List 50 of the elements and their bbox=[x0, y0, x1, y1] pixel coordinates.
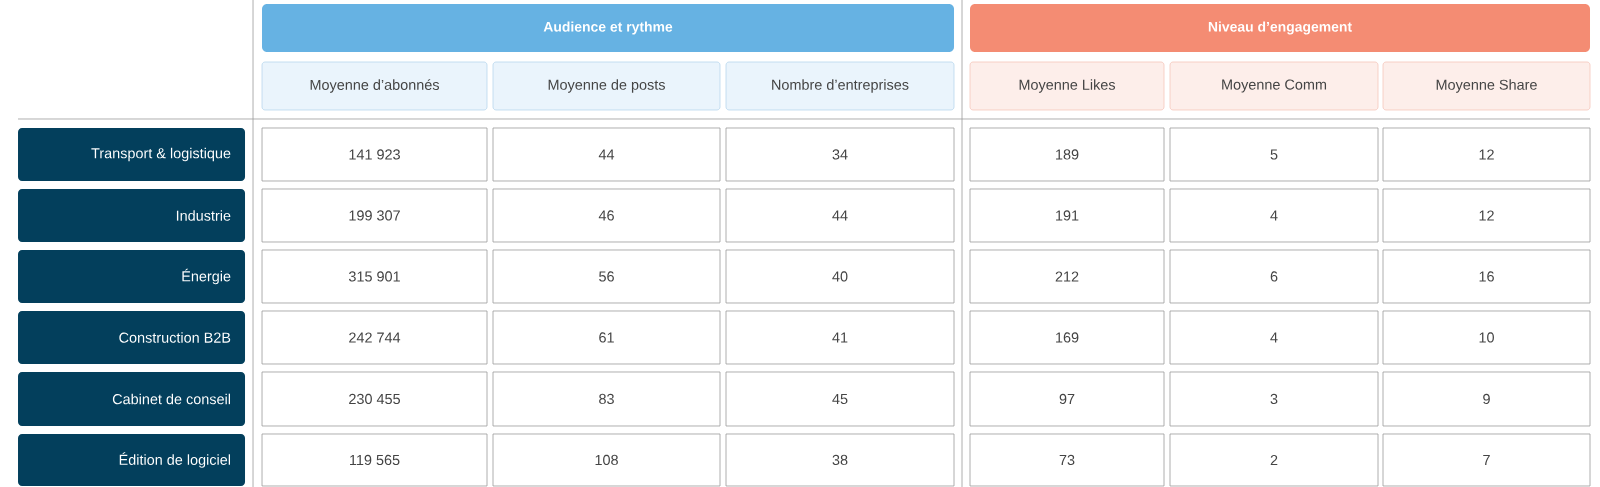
row-header: Industrie bbox=[18, 189, 245, 242]
table-cell: 7 bbox=[1382, 433, 1591, 487]
table-cell: 56 bbox=[492, 249, 721, 304]
column-header: Moyenne Share bbox=[1382, 61, 1591, 111]
table-cell: 315 901 bbox=[261, 249, 488, 304]
table-cell: 189 bbox=[969, 127, 1165, 182]
column-header: Moyenne de posts bbox=[492, 61, 721, 111]
table-cell: 41 bbox=[725, 310, 955, 365]
table-cell: 3 bbox=[1169, 371, 1379, 427]
table-cell: 16 bbox=[1382, 249, 1591, 304]
table-cell: 12 bbox=[1382, 188, 1591, 243]
table-cell: 4 bbox=[1169, 310, 1379, 365]
table-cell: 230 455 bbox=[261, 371, 488, 427]
table-cell: 2 bbox=[1169, 433, 1379, 487]
row-header: Cabinet de conseil bbox=[18, 372, 245, 426]
table-cell: 34 bbox=[725, 127, 955, 182]
table-cell: 40 bbox=[725, 249, 955, 304]
table-cell: 97 bbox=[969, 371, 1165, 427]
table-cell: 212 bbox=[969, 249, 1165, 304]
table-cell: 44 bbox=[725, 188, 955, 243]
table-cell: 141 923 bbox=[261, 127, 488, 182]
table-cell: 242 744 bbox=[261, 310, 488, 365]
table-cell: 83 bbox=[492, 371, 721, 427]
table-cell: 191 bbox=[969, 188, 1165, 243]
table-cell: 45 bbox=[725, 371, 955, 427]
table-cell: 9 bbox=[1382, 371, 1591, 427]
table-cell: 169 bbox=[969, 310, 1165, 365]
table-cell: 4 bbox=[1169, 188, 1379, 243]
table-cell: 10 bbox=[1382, 310, 1591, 365]
table-cell: 6 bbox=[1169, 249, 1379, 304]
table-cell: 44 bbox=[492, 127, 721, 182]
column-header: Moyenne Comm bbox=[1169, 61, 1379, 111]
table-cell: 12 bbox=[1382, 127, 1591, 182]
table-cell: 61 bbox=[492, 310, 721, 365]
row-header: Transport & logistique bbox=[18, 128, 245, 181]
group-header-band: Niveau d’engagement bbox=[970, 4, 1590, 52]
row-header: Construction B2B bbox=[18, 311, 245, 364]
table-cell: 119 565 bbox=[261, 433, 488, 487]
row-header: Édition de logiciel bbox=[18, 434, 245, 486]
table-cell: 199 307 bbox=[261, 188, 488, 243]
group-header-band: Audience et rythme bbox=[262, 4, 954, 52]
row-header: Énergie bbox=[18, 250, 245, 303]
table-cell: 108 bbox=[492, 433, 721, 487]
column-header: Moyenne d’abonnés bbox=[261, 61, 488, 111]
table-cell: 46 bbox=[492, 188, 721, 243]
column-header: Nombre d’entreprises bbox=[725, 61, 955, 111]
table-cell: 73 bbox=[969, 433, 1165, 487]
table-cell: 5 bbox=[1169, 127, 1379, 182]
column-header: Moyenne Likes bbox=[969, 61, 1165, 111]
table-cell: 38 bbox=[725, 433, 955, 487]
